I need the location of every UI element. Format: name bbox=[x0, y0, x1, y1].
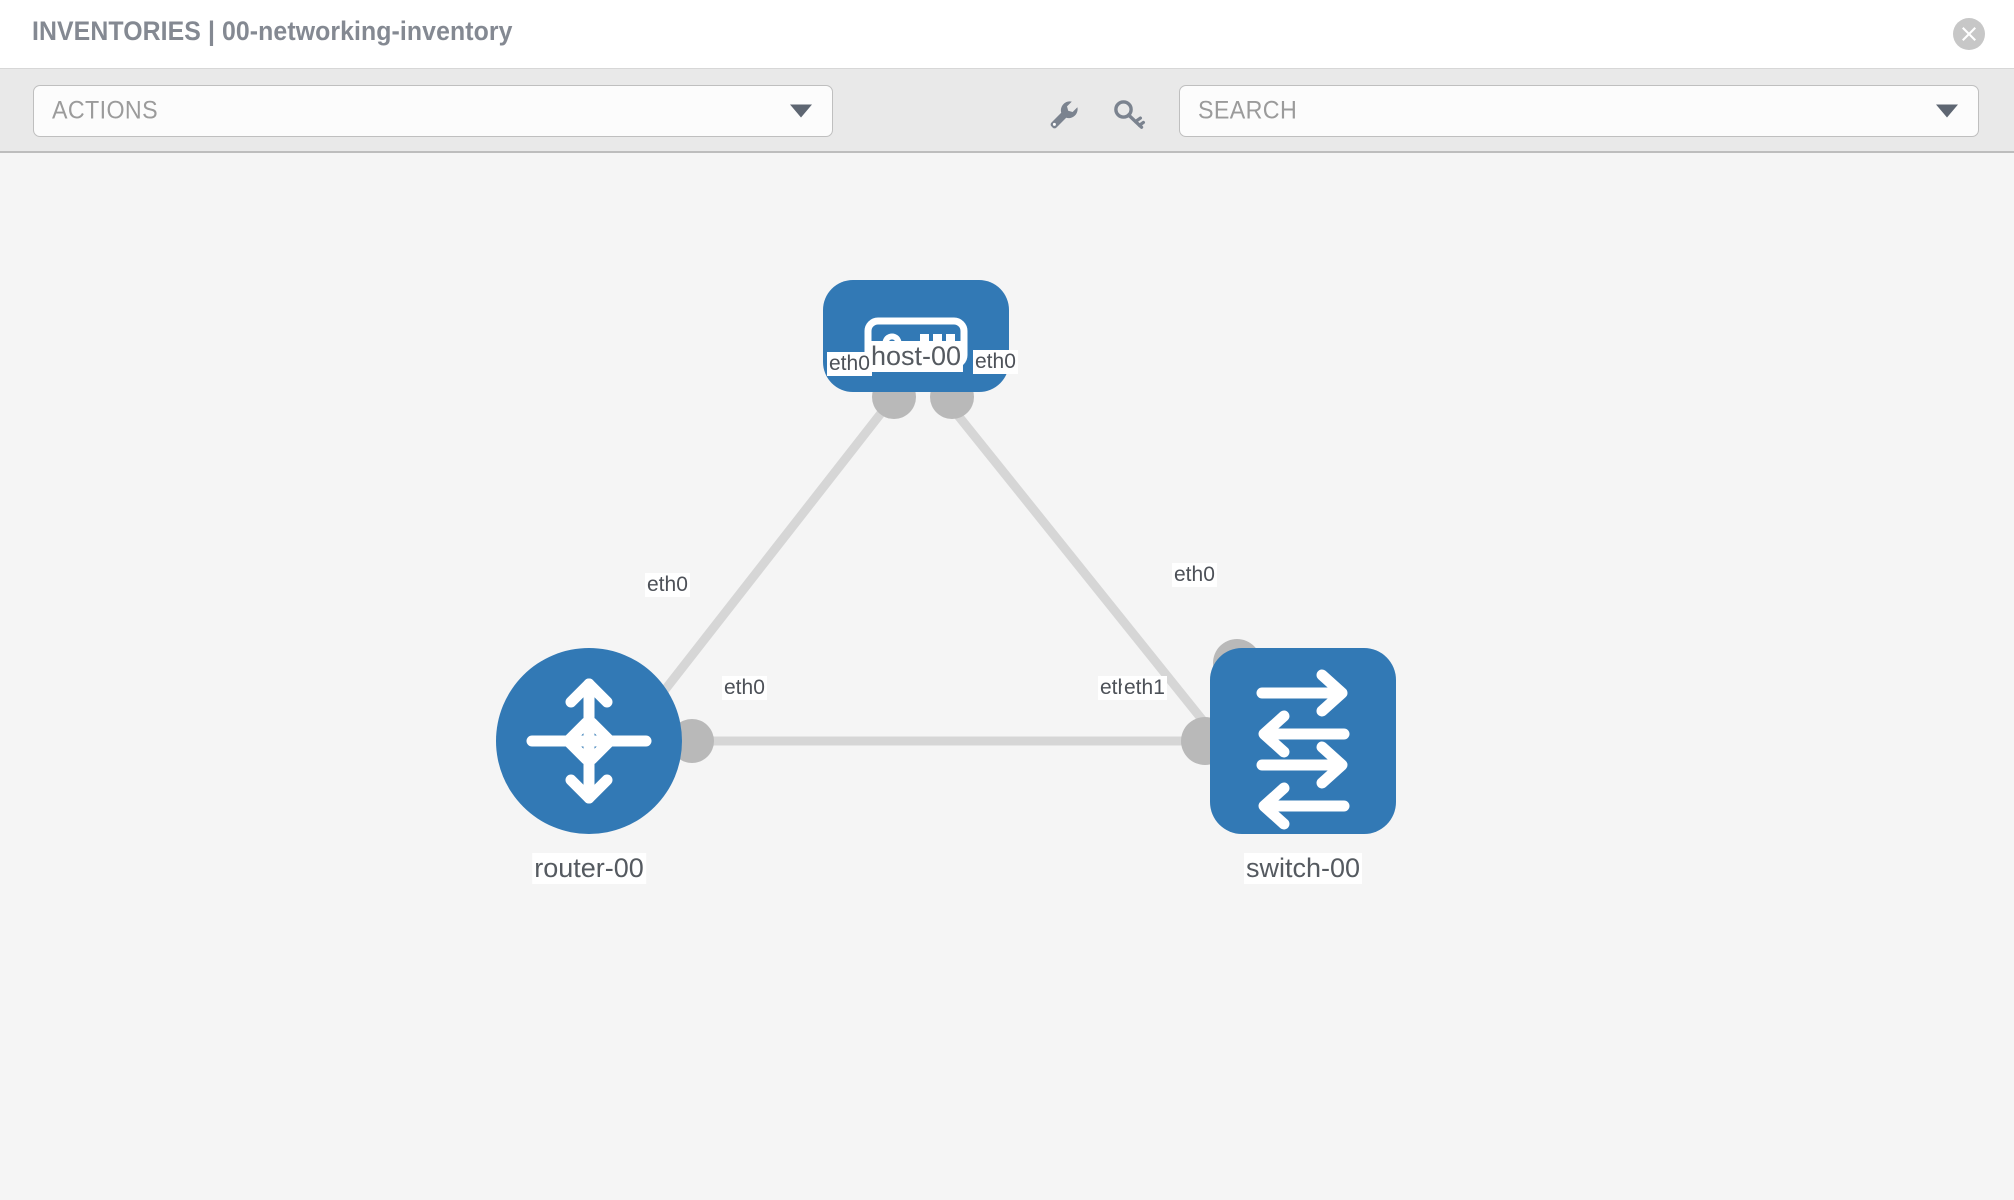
node-switch-00-body bbox=[1210, 648, 1396, 834]
close-x-glyph bbox=[1962, 27, 1976, 41]
actions-dropdown[interactable]: ACTIONS bbox=[33, 85, 833, 137]
wrench-icon[interactable] bbox=[1046, 97, 1080, 131]
node-label-router-00: router-00 bbox=[532, 853, 646, 884]
chevron-down-icon bbox=[790, 104, 812, 118]
node-router-00 bbox=[496, 648, 682, 834]
iface-label-switch00-eth1: eth1 bbox=[1122, 676, 1167, 700]
close-icon[interactable] bbox=[1953, 18, 1985, 50]
wrench-glyph bbox=[1050, 101, 1078, 129]
router-icon bbox=[526, 678, 652, 804]
page-title: INVENTORIES | 00-networking-inventory bbox=[32, 16, 513, 46]
key-icon[interactable] bbox=[1112, 97, 1146, 131]
chevron-down-icon bbox=[1936, 104, 1958, 118]
edge-host00-switch00 bbox=[943, 398, 1250, 778]
iface-label-host00-eth0-right: eth0 bbox=[973, 350, 1018, 374]
iface-label-host00-eth0-left: eth0 bbox=[827, 352, 872, 376]
iface-label-router00-eth0: eth0 bbox=[722, 676, 767, 700]
node-label-switch-00: switch-00 bbox=[1243, 853, 1363, 884]
iface-label-router00-uplink-eth0: eth0 bbox=[645, 573, 690, 597]
switch-icon bbox=[1256, 669, 1350, 830]
search-input[interactable]: SEARCH bbox=[1179, 85, 1979, 137]
topology-edges bbox=[595, 398, 1255, 778]
key-glyph bbox=[1114, 100, 1145, 129]
search-placeholder: SEARCH bbox=[1198, 96, 1298, 125]
topology-graph bbox=[496, 280, 1396, 834]
node-switch-00 bbox=[1210, 648, 1396, 834]
actions-dropdown-label: ACTIONS bbox=[52, 96, 158, 125]
toolbar: ACTIONS SEARCH bbox=[0, 69, 2014, 153]
node-label-host-00: host-00 bbox=[868, 341, 964, 372]
page-header: INVENTORIES | 00-networking-inventory bbox=[0, 0, 2014, 69]
iface-label-switch00-uplink-eth0: eth0 bbox=[1172, 563, 1217, 587]
topology-canvas[interactable]: host-00 router-00 switch-00 eth0 eth0 et… bbox=[0, 153, 2014, 1200]
